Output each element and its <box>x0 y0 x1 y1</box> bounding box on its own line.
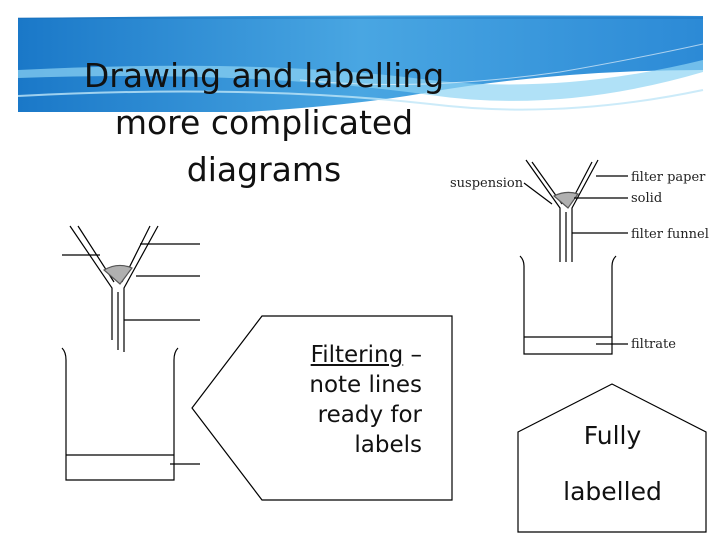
funnel-outer-left <box>69 225 113 340</box>
funnel-outer-right <box>571 159 599 262</box>
callout-line-2: ready for <box>317 402 422 428</box>
funnel-outer-right <box>123 225 159 352</box>
title-line-2: more complicated <box>114 103 414 142</box>
callout-right-line-1: Fully <box>583 421 642 450</box>
slide-title: Drawing and labelling more complicated d… <box>40 52 488 193</box>
callout-line-3: labels <box>354 432 422 458</box>
unlabelled-filtration-diagram <box>61 225 200 481</box>
callout-right-line-2: labelled <box>563 477 662 506</box>
label-filter-paper: filter paper <box>631 170 706 185</box>
labelled-filtration-diagram <box>519 159 628 355</box>
left-callout-text: Filtering – note lines ready for labels <box>262 340 422 460</box>
solid-residue <box>102 264 133 285</box>
right-callout-text: Fully labelled <box>520 420 705 508</box>
callout-keyword: Filtering <box>310 342 404 368</box>
title-line-3: diagrams <box>186 150 342 189</box>
label-filtrate: filtrate <box>631 337 676 352</box>
funnel-outer-left <box>525 159 561 262</box>
right-callout-shape <box>517 383 707 533</box>
beaker <box>519 255 617 355</box>
title-line-1: Drawing and labelling <box>83 56 445 95</box>
label-suspension: suspension <box>450 176 524 191</box>
callout-line-1: note lines <box>309 372 422 398</box>
label-filter-funnel: filter funnel <box>631 227 709 242</box>
title-banner <box>17 15 704 130</box>
callout-dash: – <box>403 342 422 368</box>
left-callout-shape <box>191 315 453 501</box>
beaker <box>61 347 179 481</box>
pointer-suspension <box>523 182 553 205</box>
label-solid: solid <box>631 191 662 206</box>
solid-residue <box>552 191 579 209</box>
